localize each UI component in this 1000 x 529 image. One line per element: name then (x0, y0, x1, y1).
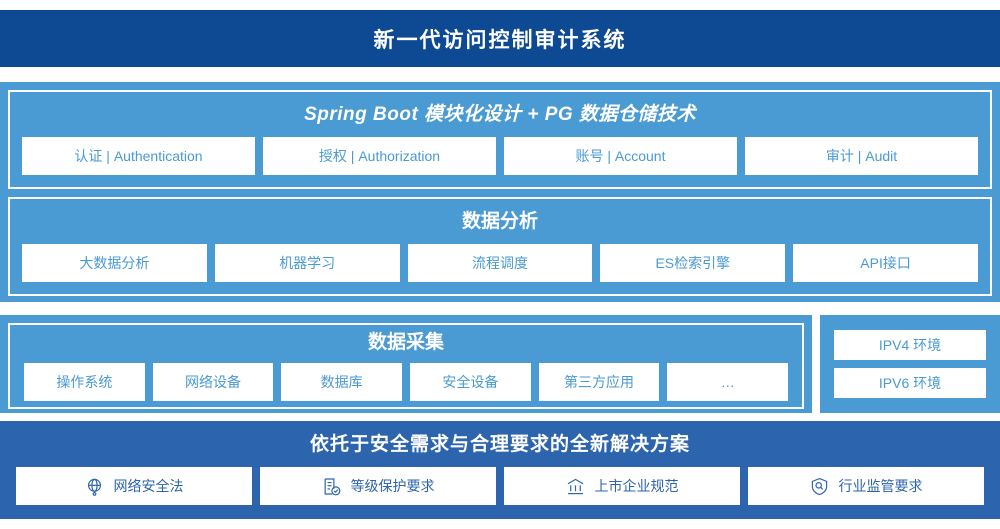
card-ipv4-environment[interactable]: IPV4 环境 (834, 330, 986, 360)
card-machine-learning[interactable]: 机器学习 (214, 244, 400, 282)
group-title-data-collection: 数据采集 (367, 332, 444, 353)
document-check-icon (322, 477, 341, 496)
group-title-spring-boot: Spring Boot 模块化设计 + PG 数据仓储技术 (304, 104, 696, 125)
card-process-scheduling[interactable]: 流程调度 (407, 244, 593, 282)
application-layer-band: Spring Boot 模块化设计 + PG 数据仓储技术 认证 | Authe… (0, 82, 1000, 302)
card-industry-regulation[interactable]: 行业监管要求 (748, 467, 984, 505)
card-label: 行业监管要求 (838, 478, 923, 494)
card-api-interface[interactable]: API接口 (793, 244, 978, 282)
card-row-compliance: 网络安全法 等级保护要求 (8, 467, 992, 505)
card-label: 网络安全法 (113, 478, 184, 494)
card-authorization[interactable]: 授权 | Authorization (263, 137, 496, 175)
ip-environment-stack: IPV4 环境 IPV6 环境 (834, 325, 986, 403)
card-audit[interactable]: 审计 | Audit (745, 137, 978, 175)
bank-icon (566, 477, 585, 496)
card-network-device[interactable]: 网络设备 (152, 363, 274, 401)
card-third-party-application[interactable]: 第三方应用 (538, 363, 660, 401)
page-header: 新一代访问控制审计系统 (0, 10, 1000, 67)
card-cybersecurity-law[interactable]: 网络安全法 (16, 467, 252, 505)
card-listed-enterprise-standard[interactable]: 上市企业规范 (504, 467, 740, 505)
group-data-analysis: 数据分析 大数据分析 机器学习 流程调度 ES检索引擎 API接口 (8, 197, 992, 296)
card-more-ellipsis[interactable]: … (667, 363, 789, 401)
card-authentication[interactable]: 认证 | Authentication (22, 137, 255, 175)
card-es-search-engine[interactable]: ES检索引擎 (600, 244, 786, 282)
card-big-data-analysis[interactable]: 大数据分析 (22, 244, 207, 282)
card-graded-protection[interactable]: 等级保护要求 (260, 467, 496, 505)
group-data-collection: 数据采集 操作系统 网络设备 数据库 安全设备 第三方应用 … (8, 323, 804, 409)
card-operating-system[interactable]: 操作系统 (24, 363, 145, 401)
card-label: 上市企业规范 (594, 478, 679, 494)
shield-search-icon (810, 477, 829, 496)
card-row-data-collection: 操作系统 网络设备 数据库 安全设备 第三方应用 … (24, 363, 789, 401)
card-database[interactable]: 数据库 (281, 363, 403, 401)
page-title: 新一代访问控制审计系统 (373, 28, 627, 52)
card-security-device[interactable]: 安全设备 (410, 363, 531, 401)
group-title-data-analysis: 数据分析 (461, 211, 538, 232)
data-collection-band: 数据采集 操作系统 网络设备 数据库 安全设备 第三方应用 … (0, 315, 812, 413)
card-account[interactable]: 账号 | Account (504, 137, 737, 175)
group-spring-boot: Spring Boot 模块化设计 + PG 数据仓储技术 认证 | Authe… (8, 90, 992, 189)
card-row-spring-boot: 认证 | Authentication 授权 | Authorization 账… (22, 137, 978, 175)
card-label: 等级保护要求 (350, 478, 435, 494)
compliance-title: 依托于安全需求与合理要求的全新解决方案 (309, 434, 690, 455)
card-ipv6-environment[interactable]: IPV6 环境 (834, 368, 986, 398)
ip-environment-band: IPV4 环境 IPV6 环境 (820, 315, 1000, 413)
compliance-layer-band: 依托于安全需求与合理要求的全新解决方案 网络安全法 (0, 421, 1000, 519)
card-row-data-analysis: 大数据分析 机器学习 流程调度 ES检索引擎 API接口 (22, 244, 978, 282)
globe-icon (85, 477, 104, 496)
